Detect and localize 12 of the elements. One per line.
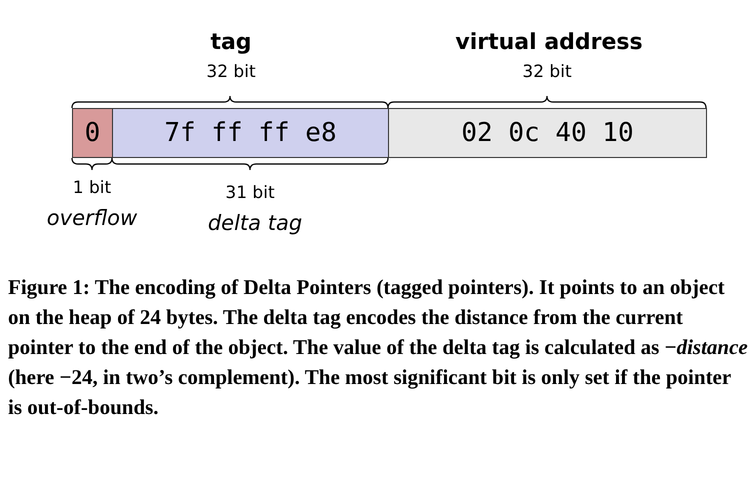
field-label: overflow: [46, 205, 138, 232]
field-label: 31 bit: [225, 182, 275, 205]
field-box: 0: [72, 108, 113, 158]
field-label: delta tag: [208, 210, 302, 237]
figure-caption: Figure 1: The encoding of Delta Pointers (tagged pointers). It points to an object on the heap of 24 bytes. The delta tag encodes the distance from the current pointer to the end of the object. The value of the delta tag is calculated as −distance (here −24, in two’s complement). The most significant bit is only set if the pointer is out-of-bounds.: [8, 274, 749, 421]
field-box: 7f ff ff e8: [112, 108, 389, 158]
field-label: 1 bit: [72, 177, 112, 200]
field-label: tag: [210, 29, 252, 57]
field-label: 32 bit: [522, 61, 572, 84]
field-box: 02 0c 40 10: [388, 108, 707, 158]
field-label: virtual address: [455, 29, 643, 57]
field-label: 32 bit: [206, 61, 256, 84]
